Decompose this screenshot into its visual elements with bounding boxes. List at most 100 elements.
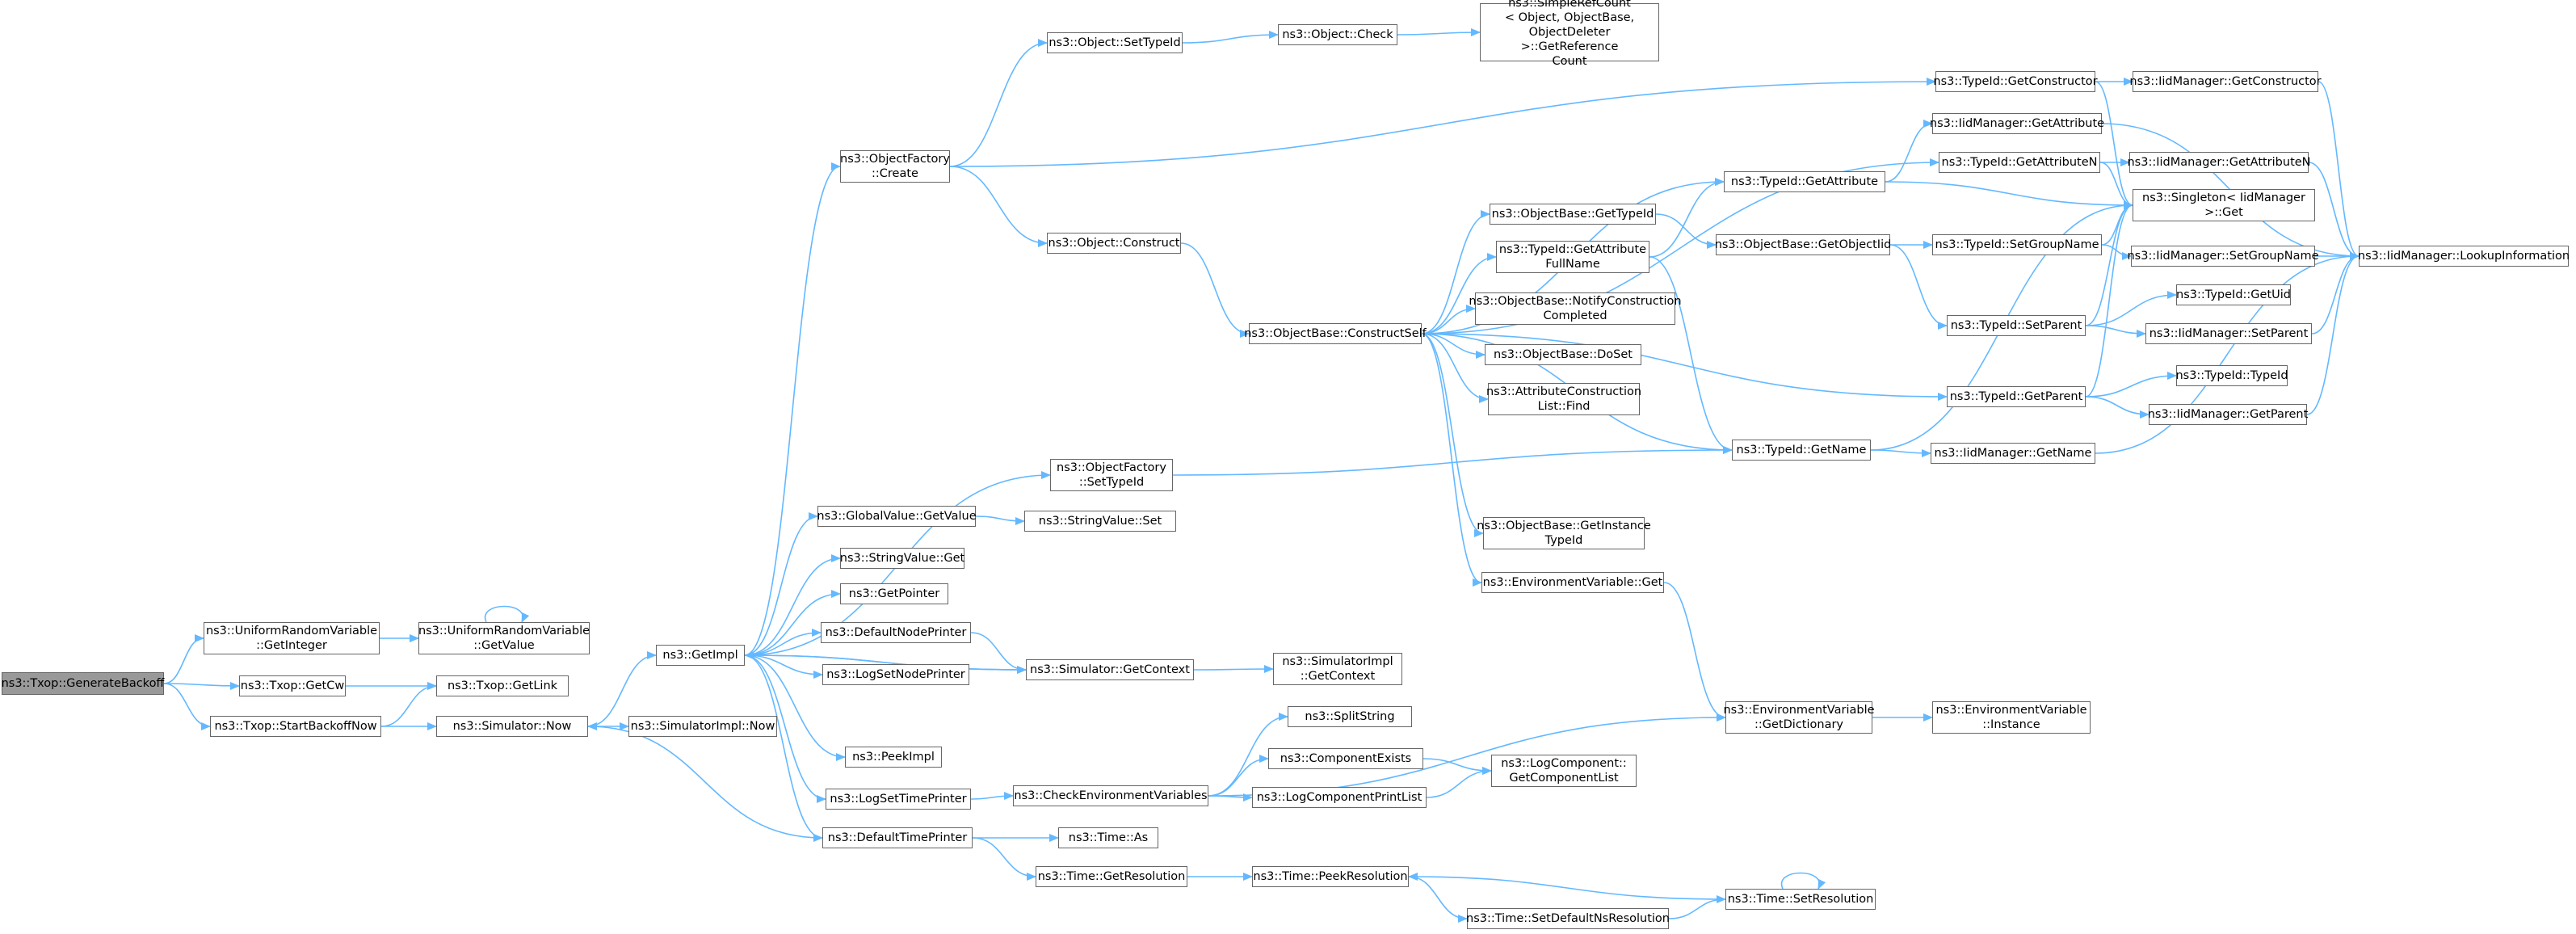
edge-ur-getval-to-ur-getval xyxy=(484,605,530,623)
edge-iid-getattributen-to-iid-lookup xyxy=(2308,162,2360,260)
node-ob-getobjectiid[interactable]: ns3::ObjectBase::GetObjectIid xyxy=(1715,234,1891,255)
node-ob-doset[interactable]: ns3::ObjectBase::DoSet xyxy=(1485,344,1641,365)
node-splitstring[interactable]: ns3::SplitString xyxy=(1288,706,1412,727)
node-simimpl-getcontext[interactable]: ns3::SimulatorImpl ::GetContext xyxy=(1273,653,1402,685)
node-acl-find[interactable]: ns3::AttributeConstruction List::Find xyxy=(1486,383,1641,415)
edge-getimpl-to-defaultnodeprinter xyxy=(744,629,822,656)
node-iid-getattributen[interactable]: ns3::IidManager::GetAttributeN xyxy=(2127,152,2311,173)
edge-componentexists-to-lc-getcomponentlist xyxy=(1422,758,1492,775)
node-time-setdefaultns[interactable]: ns3::Time::SetDefaultNsResolution xyxy=(1466,908,1670,929)
node-gv-getvalue[interactable]: ns3::GlobalValue::GetValue xyxy=(817,506,977,527)
edge-ob-getobjectiid-to-tid-setparent xyxy=(1889,244,1948,330)
edge-of-create-to-obj-settypeid xyxy=(949,39,1048,167)
edge-ob-constructself-to-env-get xyxy=(1421,333,1482,587)
node-of-settypeid[interactable]: ns3::ObjectFactory ::SetTypeId xyxy=(1050,459,1173,491)
node-defaulttimeprinter[interactable]: ns3::DefaultTimePrinter xyxy=(822,827,973,848)
edge-getimpl-to-logsetnodeprinter xyxy=(744,654,823,679)
edge-startbackoff-to-getlink xyxy=(380,682,437,727)
node-simimplnow[interactable]: ns3::SimulatorImpl::Now xyxy=(628,716,777,737)
edge-tid-getparent-to-tid-typeid xyxy=(2085,372,2177,398)
node-tid-getuid[interactable]: ns3::TypeId::GetUid xyxy=(2176,284,2291,305)
node-tid-getattrfull[interactable]: ns3::TypeId::GetAttribute FullName xyxy=(1496,241,1649,273)
node-tid-getconstructor[interactable]: ns3::TypeId::GetConstructor xyxy=(1933,71,2098,92)
node-logsetnodeprinter[interactable]: ns3::LogSetNodePrinter xyxy=(822,664,969,685)
node-ur-getint[interactable]: ns3::UniformRandomVariable ::GetInteger xyxy=(204,622,380,654)
edge-gv-getvalue-to-sv-set xyxy=(975,515,1025,525)
edge-tid-getparent-to-singleton-get xyxy=(2085,201,2133,398)
edge-obj-construct-to-ob-constructself xyxy=(1180,242,1250,338)
node-logcomponentprintlist[interactable]: ns3::LogComponentPrintList xyxy=(1252,787,1427,808)
node-tid-getname[interactable]: ns3::TypeId::GetName xyxy=(1732,440,1871,461)
node-iid-getname[interactable]: ns3::IidManager::GetName xyxy=(1931,443,2095,464)
node-getimpl[interactable]: ns3::GetImpl xyxy=(656,645,745,666)
node-sv-set[interactable]: ns3::StringValue::Set xyxy=(1024,511,1176,532)
node-tid-getattribute[interactable]: ns3::TypeId::GetAttribute xyxy=(1724,171,1885,192)
node-ob-notify[interactable]: ns3::ObjectBase::NotifyConstruction Comp… xyxy=(1469,292,1682,325)
node-ur-getval[interactable]: ns3::UniformRandomVariable ::GetValue xyxy=(418,622,590,654)
node-obj-check[interactable]: ns3::Object::Check xyxy=(1278,24,1397,45)
edge-of-create-to-obj-construct xyxy=(949,166,1048,247)
edge-simnow-to-getimpl xyxy=(587,651,657,727)
node-ob-constructself[interactable]: ns3::ObjectBase::ConstructSelf xyxy=(1244,323,1427,344)
edge-time-setresolution-to-time-peekresolution xyxy=(1408,873,1726,900)
node-simnow[interactable]: ns3::Simulator::Now xyxy=(436,716,588,737)
edge-tid-getconstructor-to-singleton-get xyxy=(2095,81,2133,209)
node-time-peekresolution[interactable]: ns3::Time::PeekResolution xyxy=(1252,866,1409,887)
edge-ob-constructself-to-ob-gettypeid xyxy=(1421,210,1490,334)
edge-ob-constructself-to-tid-getattrfull xyxy=(1421,253,1497,334)
node-sv-get[interactable]: ns3::StringValue::Get xyxy=(840,548,964,569)
node-obj-construct[interactable]: ns3::Object::Construct xyxy=(1047,233,1181,254)
node-env-instance[interactable]: ns3::EnvironmentVariable ::Instance xyxy=(1932,701,2091,734)
node-checkenv[interactable]: ns3::CheckEnvironmentVariables xyxy=(1013,785,1208,806)
edge-of-settypeid-to-tid-getname xyxy=(1172,446,1733,476)
node-getcw[interactable]: ns3::Txop::GetCw xyxy=(239,675,346,696)
node-time-setresolution[interactable]: ns3::Time::SetResolution xyxy=(1725,889,1876,910)
node-root[interactable]: ns3::Txop::GenerateBackoff xyxy=(2,672,164,695)
edge-getimpl-to-peekimpl xyxy=(744,654,846,761)
edge-getimpl-to-sv-get xyxy=(744,554,841,656)
node-componentexists[interactable]: ns3::ComponentExists xyxy=(1268,748,1423,769)
node-env-get[interactable]: ns3::EnvironmentVariable::Get xyxy=(1481,572,1664,593)
edge-tid-getparent-to-iid-getparent xyxy=(2085,396,2149,419)
node-env-getdictionary[interactable]: ns3::EnvironmentVariable ::GetDictionary xyxy=(1723,701,1875,734)
node-iid-getattribute[interactable]: ns3::IidManager::GetAttribute xyxy=(1930,113,2104,134)
edge-getimpl-to-gv-getvalue xyxy=(744,512,818,656)
node-peekimpl[interactable]: ns3::PeekImpl xyxy=(845,747,942,768)
edge-tid-getattrfull-to-tid-getname xyxy=(1649,256,1733,454)
node-sim-getcontext[interactable]: ns3::Simulator::GetContext xyxy=(1026,659,1194,680)
node-iid-lookup[interactable]: ns3::IidManager::LookupInformation xyxy=(2358,246,2570,267)
edge-ob-constructself-to-tid-getparent xyxy=(1421,333,1948,401)
node-ob-gettypeid[interactable]: ns3::ObjectBase::GetTypeId xyxy=(1490,204,1656,225)
node-tid-setgroupname[interactable]: ns3::TypeId::SetGroupName xyxy=(1932,234,2102,255)
edge-obj-settypeid-to-obj-check xyxy=(1182,31,1279,44)
node-tid-typeid[interactable]: ns3::TypeId::TypeId xyxy=(2175,365,2288,386)
node-iid-setparent[interactable]: ns3::IidManager::SetParent xyxy=(2145,323,2312,344)
node-logsettimeprinter[interactable]: ns3::LogSetTimePrinter xyxy=(826,789,971,810)
node-ob-getinstance[interactable]: ns3::ObjectBase::GetInstance TypeId xyxy=(1477,517,1651,549)
edge-tid-setparent-to-iid-setparent xyxy=(2085,325,2146,338)
node-iid-setgroupname[interactable]: ns3::IidManager::SetGroupName xyxy=(2127,246,2319,267)
node-iid-getconstructor[interactable]: ns3::IidManager::GetConstructor xyxy=(2129,71,2322,92)
node-startbackoff[interactable]: ns3::Txop::StartBackoffNow xyxy=(210,716,381,737)
node-defaultnodeprinter[interactable]: ns3::DefaultNodePrinter xyxy=(821,622,971,643)
node-tid-setparent[interactable]: ns3::TypeId::SetParent xyxy=(1947,315,2086,336)
edge-ob-constructself-to-acl-find xyxy=(1421,333,1489,403)
node-getpointer[interactable]: ns3::GetPointer xyxy=(840,583,948,604)
edge-sim-getcontext-to-getimpl xyxy=(744,651,1027,671)
node-time-getresolution[interactable]: ns3::Time::GetResolution xyxy=(1036,866,1187,887)
node-refcount[interactable]: ns3::SimpleRefCount < Object, ObjectBase… xyxy=(1480,0,1659,68)
edge-ob-gettypeid-to-ob-getobjectiid xyxy=(1655,213,1717,249)
edge-tid-getattrfull-to-tid-getattribute xyxy=(1649,178,1725,258)
node-iid-getparent[interactable]: ns3::IidManager::GetParent xyxy=(2148,404,2308,425)
edge-tid-setparent-to-tid-getuid xyxy=(2085,291,2177,326)
node-time-as[interactable]: ns3::Time::As xyxy=(1058,827,1158,848)
node-of-create[interactable]: ns3::ObjectFactory ::Create xyxy=(840,150,950,183)
node-tid-getattributen[interactable]: ns3::TypeId::GetAttributeN xyxy=(1939,152,2100,173)
node-singleton-get[interactable]: ns3::Singleton< IidManager >::Get xyxy=(2133,189,2315,221)
edge-sim-getcontext-to-simimpl-getcontext xyxy=(1193,665,1274,674)
node-lc-getcomponentlist[interactable]: ns3::LogComponent:: GetComponentList xyxy=(1491,755,1637,787)
node-tid-getparent[interactable]: ns3::TypeId::GetParent xyxy=(1947,386,2086,407)
node-getlink[interactable]: ns3::Txop::GetLink xyxy=(436,675,569,696)
node-obj-settypeid[interactable]: ns3::Object::SetTypeId xyxy=(1047,32,1183,53)
